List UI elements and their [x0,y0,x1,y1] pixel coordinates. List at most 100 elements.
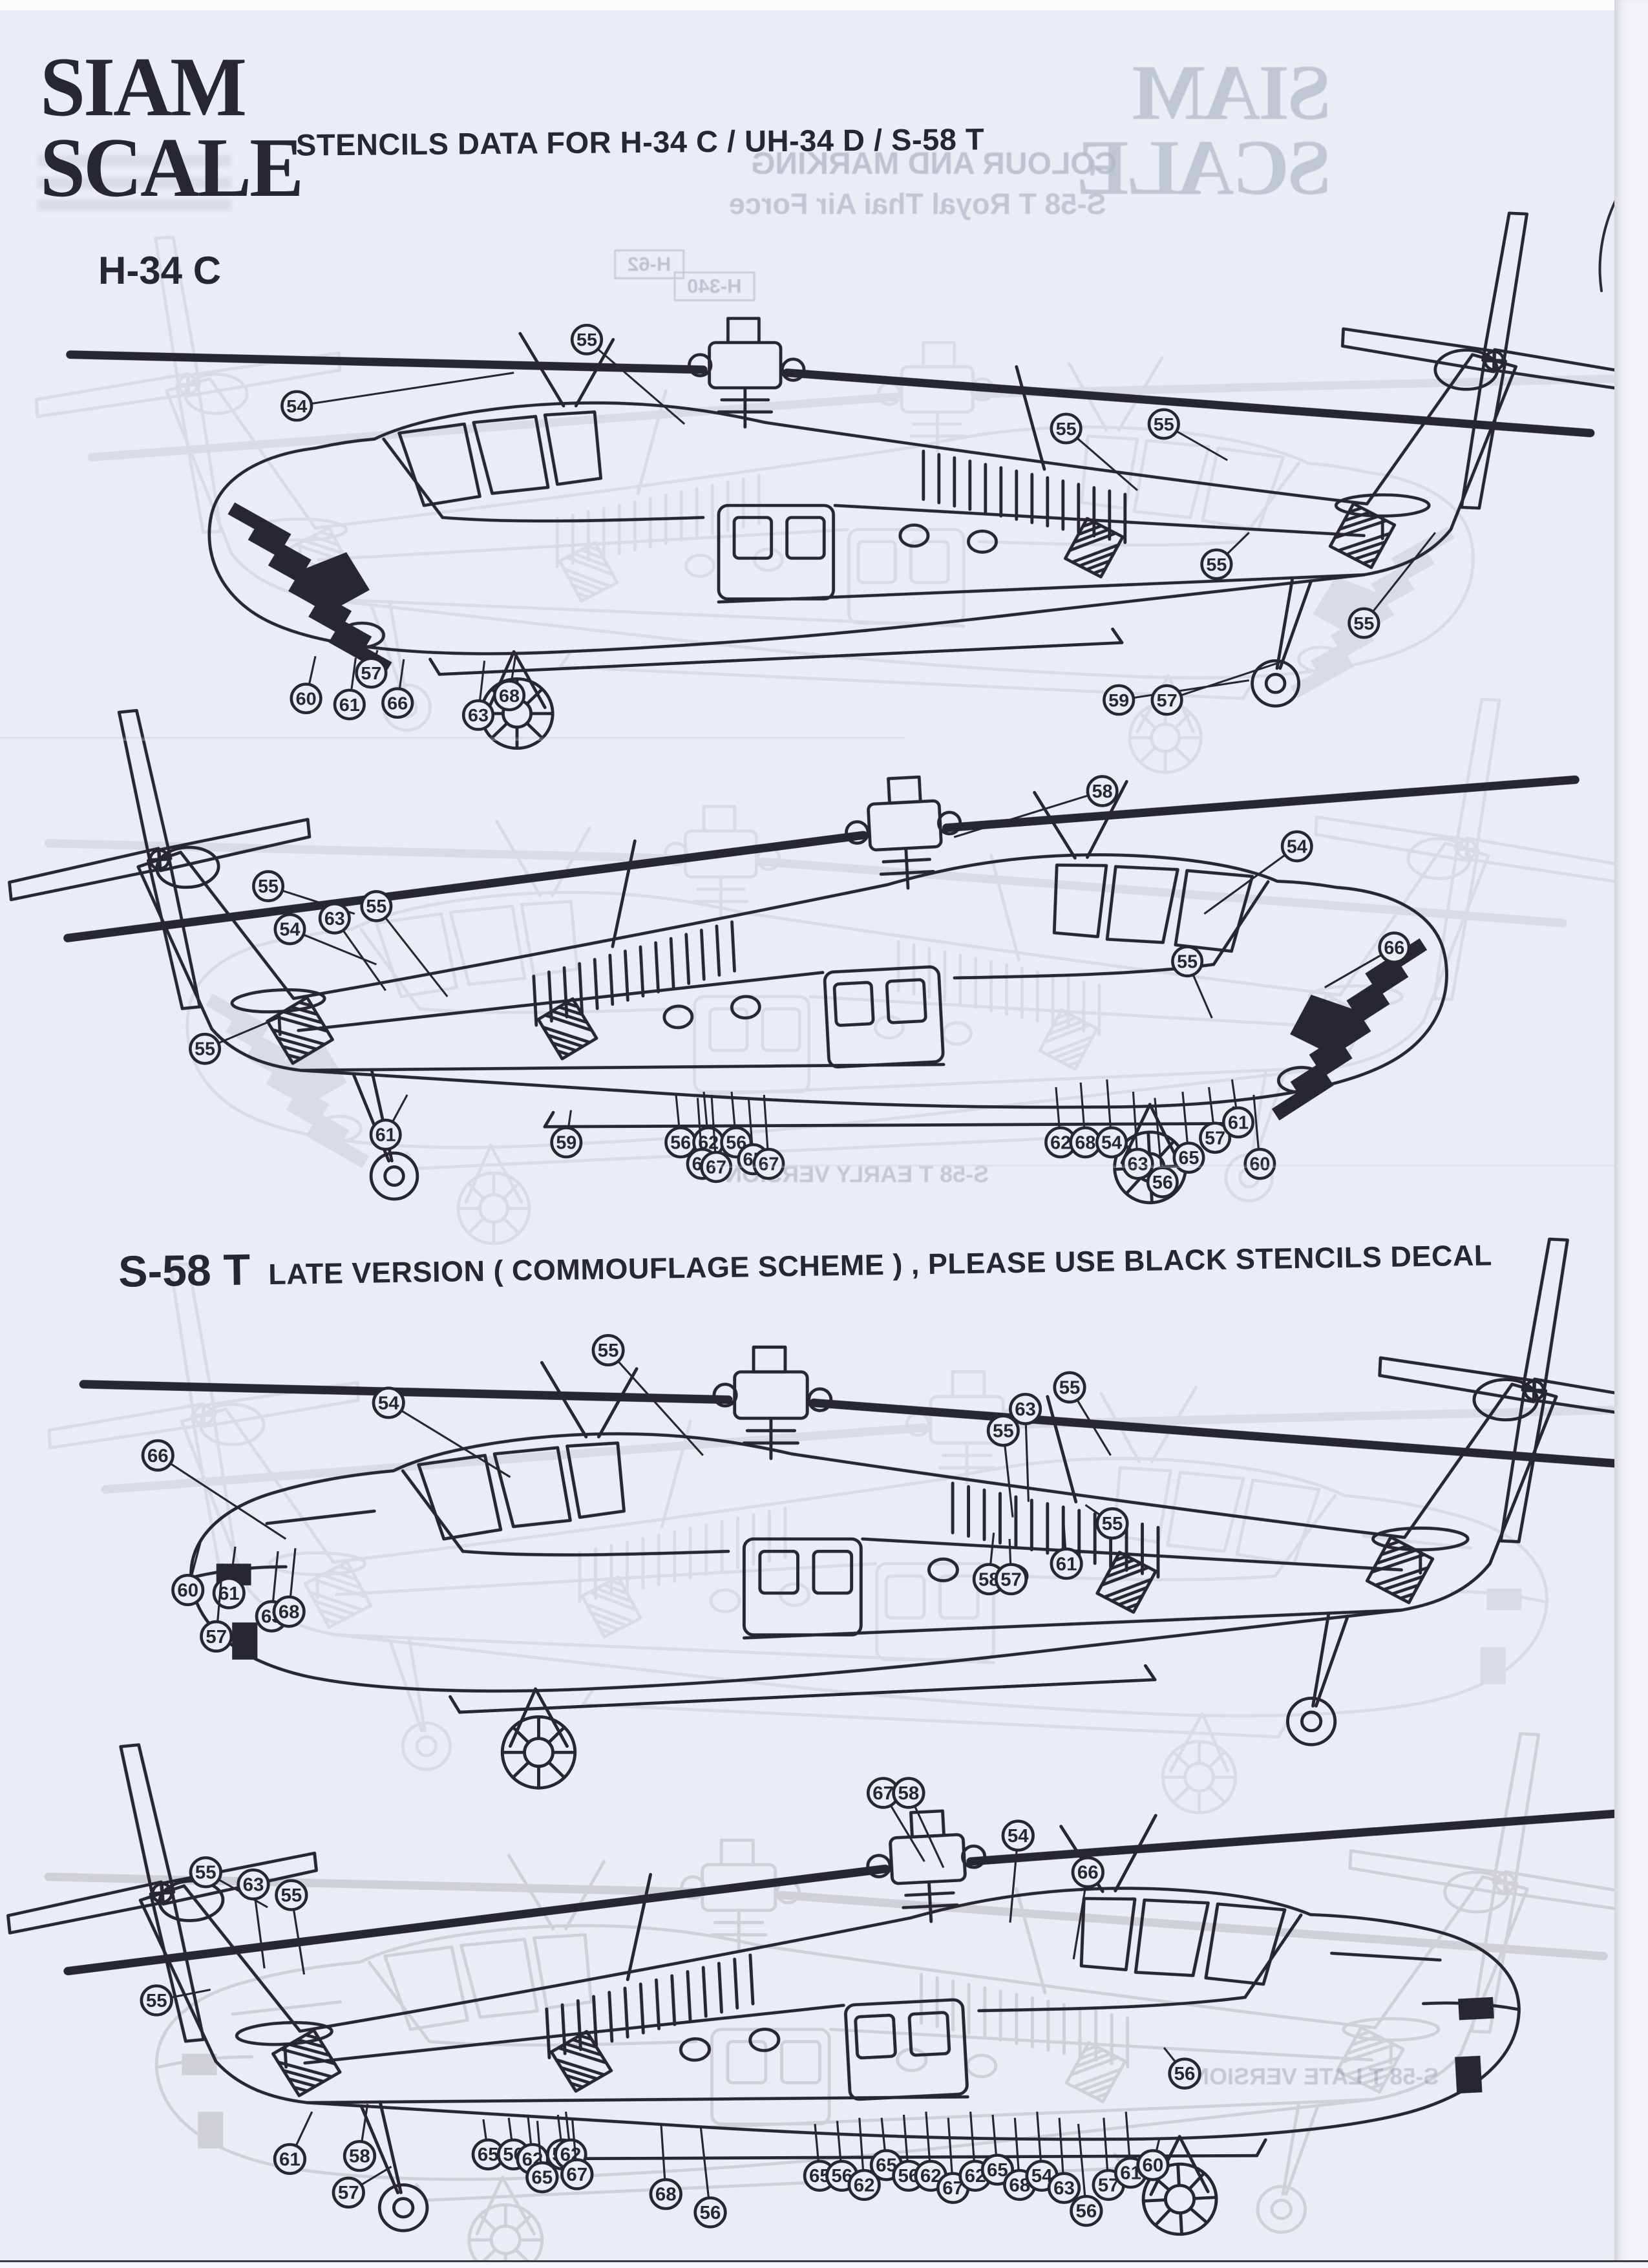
section-label-h34c: H-34 C [98,249,222,292]
svg-text:55: 55 [366,896,386,917]
scanner-edge-right [1614,0,1648,2268]
callout-68: 68 [1069,1082,1102,1159]
svg-text:63: 63 [1053,2179,1075,2199]
svg-text:63: 63 [243,1875,264,1895]
page-title: STENCILS DATA FOR H-34 C / UH-34 D / S-5… [295,122,985,162]
callout-55: 55 [189,1856,268,1909]
callout-65: 65 [980,2114,1015,2186]
svg-text:54: 54 [1101,1132,1122,1153]
svg-text:68: 68 [655,2185,677,2205]
callout-65: 65 [471,2119,505,2170]
callout-55: 55 [986,1414,1020,1518]
callout-56: 56 [1070,2123,1103,2227]
diagram-s58t-side-view-2: 6758546655635555615857655662655662676856… [6,1732,1648,2268]
svg-text:67: 67 [758,1154,779,1175]
callout-59: 59 [1103,679,1250,716]
ghost-siam-scale-logo: SIAM SCALE [1078,49,1331,211]
s58t-sublabel: LATE VERSION ( COMMOUFLAGE SCHEME ) , PL… [268,1238,1493,1291]
callout-67: 67 [936,2117,970,2204]
svg-text:61: 61 [279,2150,301,2170]
helicopter-outline [8,708,1579,1205]
svg-text:55: 55 [258,876,279,897]
svg-text:56: 56 [700,2203,721,2223]
svg-text:58: 58 [898,1783,920,1803]
svg-text:55: 55 [993,1421,1014,1442]
svg-text:56: 56 [1152,1172,1173,1193]
callout-58: 58 [953,775,1119,838]
svg-text:55: 55 [1177,951,1198,972]
callout-66: 66 [1324,931,1411,989]
callout-55: 55 [252,870,355,915]
svg-text:57: 57 [361,663,381,684]
callout-63: 63 [318,902,386,991]
helicopter-line-art: 6758546655635555615857655662655662676856… [6,1732,1648,2268]
svg-text:55: 55 [1056,419,1077,440]
svg-text:56: 56 [670,1132,691,1153]
svg-text:60: 60 [1249,1154,1270,1175]
svg-text:65: 65 [987,2160,1008,2180]
svg-text:66: 66 [1384,938,1404,959]
svg-text:68: 68 [279,1602,300,1623]
s58t-label: S-58 T [118,1245,251,1297]
svg-text:66: 66 [387,694,408,714]
callout-61: 61 [333,657,366,721]
callout-59: 59 [550,1110,583,1159]
callout-63: 63 [1047,2117,1081,2204]
callout-65: 65 [525,2121,559,2194]
svg-text:60: 60 [1143,2156,1164,2176]
svg-text:62: 62 [1050,1132,1071,1153]
ghost-text-smudge [37,155,231,217]
svg-text:55: 55 [1102,1514,1123,1534]
svg-text:58: 58 [349,2146,370,2167]
callout-57: 57 [332,2165,392,2209]
svg-text:55: 55 [146,1991,167,2011]
svg-text:54: 54 [378,1394,399,1414]
callout-55: 55 [1053,1371,1112,1456]
callout-55: 55 [1050,412,1139,491]
svg-text:57: 57 [206,1627,227,1648]
helicopter-outline [66,211,1648,750]
callout-62: 62 [914,2112,947,2192]
bleed-through-helicopter [44,1732,1648,2268]
callout-57: 57 [1199,1086,1232,1154]
callout-63: 63 [1009,1392,1042,1502]
stray-pen-mark [1598,194,1620,292]
callout-56: 56 [693,2126,727,2229]
svg-text:57: 57 [1205,1128,1225,1149]
bleed-through-helicopter [45,697,1620,1245]
svg-text:67: 67 [706,1157,726,1178]
callout-55: 55 [570,323,686,425]
callout-54: 54 [1203,830,1313,915]
page-bottom-edge [0,2260,1648,2268]
callout-55: 55 [1200,531,1250,580]
callout-60: 60 [1243,1094,1276,1180]
callout-55: 55 [360,890,449,997]
callout-54: 54 [372,1386,511,1478]
callout-58: 58 [892,1777,945,1869]
svg-text:59: 59 [1108,690,1129,711]
callout-57: 57 [355,650,388,689]
callout-67: 67 [752,1094,785,1180]
svg-text:62: 62 [854,2176,875,2196]
svg-text:57: 57 [1000,1570,1022,1591]
bleed-through-helicopter [47,1262,1648,1815]
svg-text:61: 61 [1056,1554,1077,1575]
callout-58: 58 [343,2104,377,2172]
callout-55: 55 [189,1017,278,1065]
svg-text:55: 55 [195,1863,217,1883]
callout-63: 63 [461,661,495,731]
svg-text:61: 61 [375,1125,396,1146]
svg-text:67: 67 [566,2165,587,2185]
callout-63: 63 [1121,1092,1154,1180]
stencil-callouts: 6758546655635555615857655662655662676856… [140,1777,1201,2229]
svg-text:55: 55 [1206,555,1227,575]
callout-63: 63 [237,1868,270,1969]
callout-66: 66 [141,1439,287,1540]
fold-crease-lower [711,1165,1648,1168]
callout-60: 60 [290,656,322,715]
